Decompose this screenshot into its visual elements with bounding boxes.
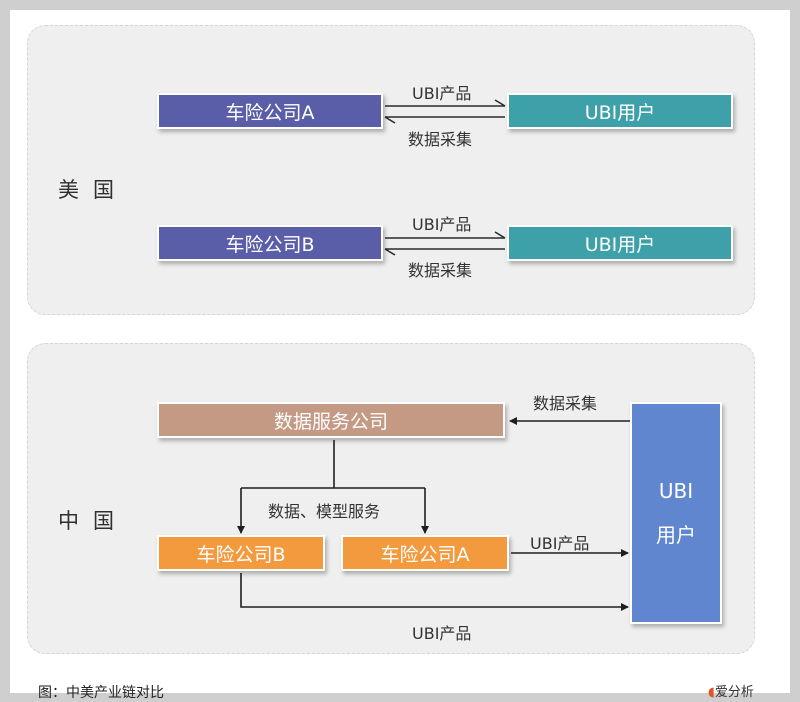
cn-product-label-a: UBI产品 — [530, 534, 590, 553]
us-collect-arrow-2 — [384, 248, 505, 256]
us-product-arrow-2 — [385, 231, 506, 239]
cn-collect-label: 数据采集 — [533, 394, 598, 413]
cn-data-service-box: 数据服务公司 — [157, 402, 505, 438]
cn-ubi-user-line1: UBI — [658, 479, 694, 503]
cn-ubi-user-box: UBI 用户 — [630, 402, 722, 624]
cn-region-label: 中国 — [58, 509, 128, 533]
cn-product-arrow-b — [240, 573, 629, 611]
figure-caption: 图：中美产业链对比 — [38, 685, 164, 701]
us-collect-arrow-1 — [384, 116, 505, 124]
us-product-label-2: UBI产品 — [412, 215, 472, 234]
us-company-a-box: 车险公司A — [157, 93, 383, 129]
cn-service-label: 数据、模型服务 — [268, 502, 381, 521]
brand-logo: ◖爱分析 — [708, 681, 754, 700]
cn-company-a-box: 车险公司A — [341, 535, 509, 571]
us-product-label-1: UBI产品 — [412, 84, 472, 103]
cn-company-b-box: 车险公司B — [157, 535, 325, 571]
cn-product-label-b: UBI产品 — [412, 624, 472, 643]
us-company-b-box: 车险公司B — [157, 225, 383, 261]
us-region-label: 美国 — [58, 178, 128, 202]
cn-ubi-user-line2: 用户 — [656, 523, 696, 547]
us-collect-label-2: 数据采集 — [408, 261, 473, 280]
us-product-arrow-1 — [385, 99, 506, 107]
us-ubi-user-box-2: UBI用户 — [507, 225, 733, 261]
us-ubi-user-box-1: UBI用户 — [507, 93, 733, 129]
us-collect-label-1: 数据采集 — [408, 130, 473, 149]
us-panel — [27, 25, 755, 315]
